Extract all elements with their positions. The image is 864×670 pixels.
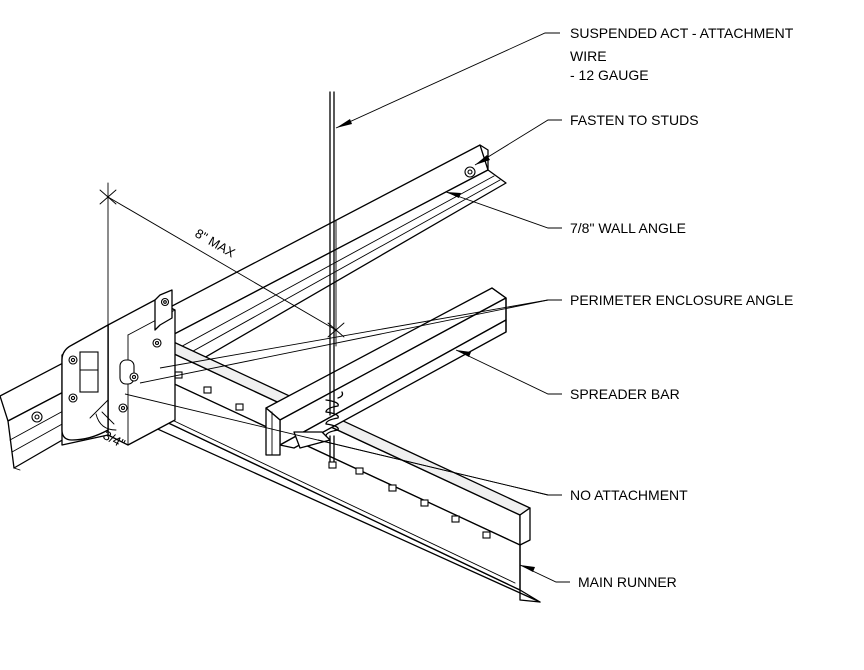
label-attachment-wire-line3: - 12 GAUGE (570, 67, 649, 83)
spreader-bar (265, 287, 507, 456)
label-no-attachment: NO ATTACHMENT (570, 487, 688, 503)
label-spreader-bar: SPREADER BAR (570, 386, 680, 402)
label-perimeter-enclosure-angle: PERIMETER ENCLOSURE ANGLE (570, 292, 793, 308)
label-main-runner: MAIN RUNNER (578, 574, 677, 590)
label-attachment-wire-line1: SUSPENDED ACT - ATTACHMENT (570, 25, 794, 41)
dimension-8in-text: 8" MAX (193, 226, 239, 261)
label-fasten-to-studs: FASTEN TO STUDS (570, 112, 699, 128)
label-wall-angle: 7/8" WALL ANGLE (570, 220, 686, 236)
perimeter-enclosure-angle (61, 289, 176, 446)
label-attachment-wire-line2: WIRE (570, 48, 607, 64)
bracket-window (79, 351, 99, 393)
attachment-wire (325, 91, 344, 469)
